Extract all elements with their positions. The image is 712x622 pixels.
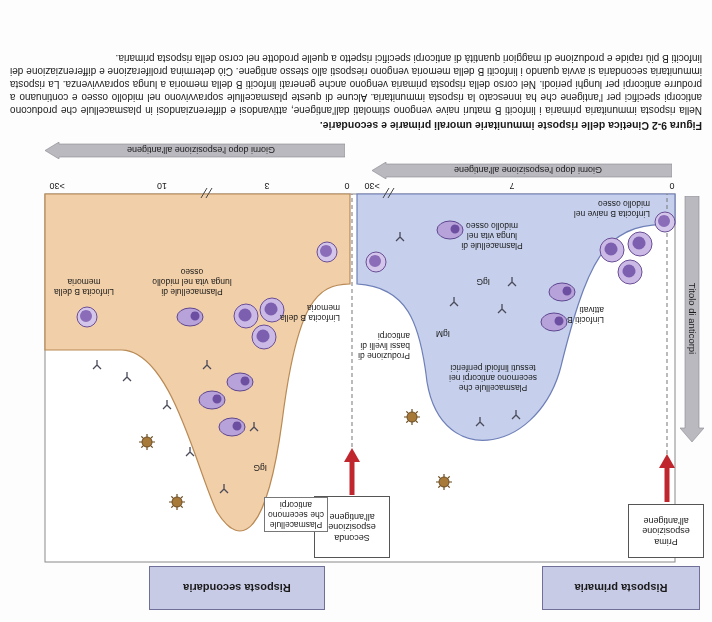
axis-tick: 0 <box>662 181 682 191</box>
node-text: Giorni dopo l'esposizione all'antigene <box>127 146 275 156</box>
axis-tick: >30 <box>45 181 69 191</box>
node-text: Titolo di anticorpi <box>687 283 698 354</box>
cell-label: Produzione di bassi livelli di anticorpi <box>354 331 410 360</box>
axis-arrow: Giorni dopo l'esposizione all'antigene <box>372 162 672 179</box>
cell-label: Linfocita B della memoria <box>52 276 116 296</box>
axis-tick: 0 <box>337 181 357 191</box>
response-header: Risposta primaria <box>542 566 700 610</box>
cell-label: Linfocita B naive nel midollo osseo <box>546 198 650 218</box>
axis-tick: 10 <box>152 181 172 191</box>
node-text: Risposta secondaria <box>183 582 291 594</box>
cell-label: IgG <box>243 462 267 472</box>
cell-label: Plasmacellule che secernono anticorpi ne… <box>444 363 542 392</box>
axis-arrow: Giorni dopo l'esposizione all'antigene <box>45 142 345 159</box>
node-text: Giorni dopo l'esposizione all'antigene <box>454 166 602 176</box>
axis-arrow: Titolo di anticorpi <box>680 196 704 442</box>
figure-caption: Nella risposta immunitaria primaria i li… <box>10 52 702 117</box>
cell-label: Linfocita B della memoria <box>278 302 340 322</box>
exposure-box: Prima esposizione all'antigene <box>628 504 704 558</box>
node-text: Prima esposizione all'antigene <box>632 515 700 546</box>
node-text: Risposta primaria <box>575 582 668 594</box>
callout-box: Plasmacellule che secernono anticorpi <box>264 497 328 532</box>
cell-label: Plasmacellule di lunga vita nel midollo … <box>454 221 530 250</box>
axis-tick: >30 <box>360 181 384 191</box>
cell-label: Linfociti B attivati <box>558 304 604 324</box>
response-header: Risposta secondaria <box>149 566 325 610</box>
cell-label: IgG <box>466 276 490 286</box>
figure-title: Figura 9-2 Cinetica delle risposte immun… <box>10 120 702 132</box>
axis-tick: 7 <box>502 181 522 191</box>
cell-label: Plasmacellule di lunga vita nel midollo … <box>150 267 234 296</box>
node-text: Seconda esposizione all'antigene <box>318 511 386 542</box>
axis-tick: 3 <box>257 181 277 191</box>
cell-label: IgM <box>426 328 450 338</box>
